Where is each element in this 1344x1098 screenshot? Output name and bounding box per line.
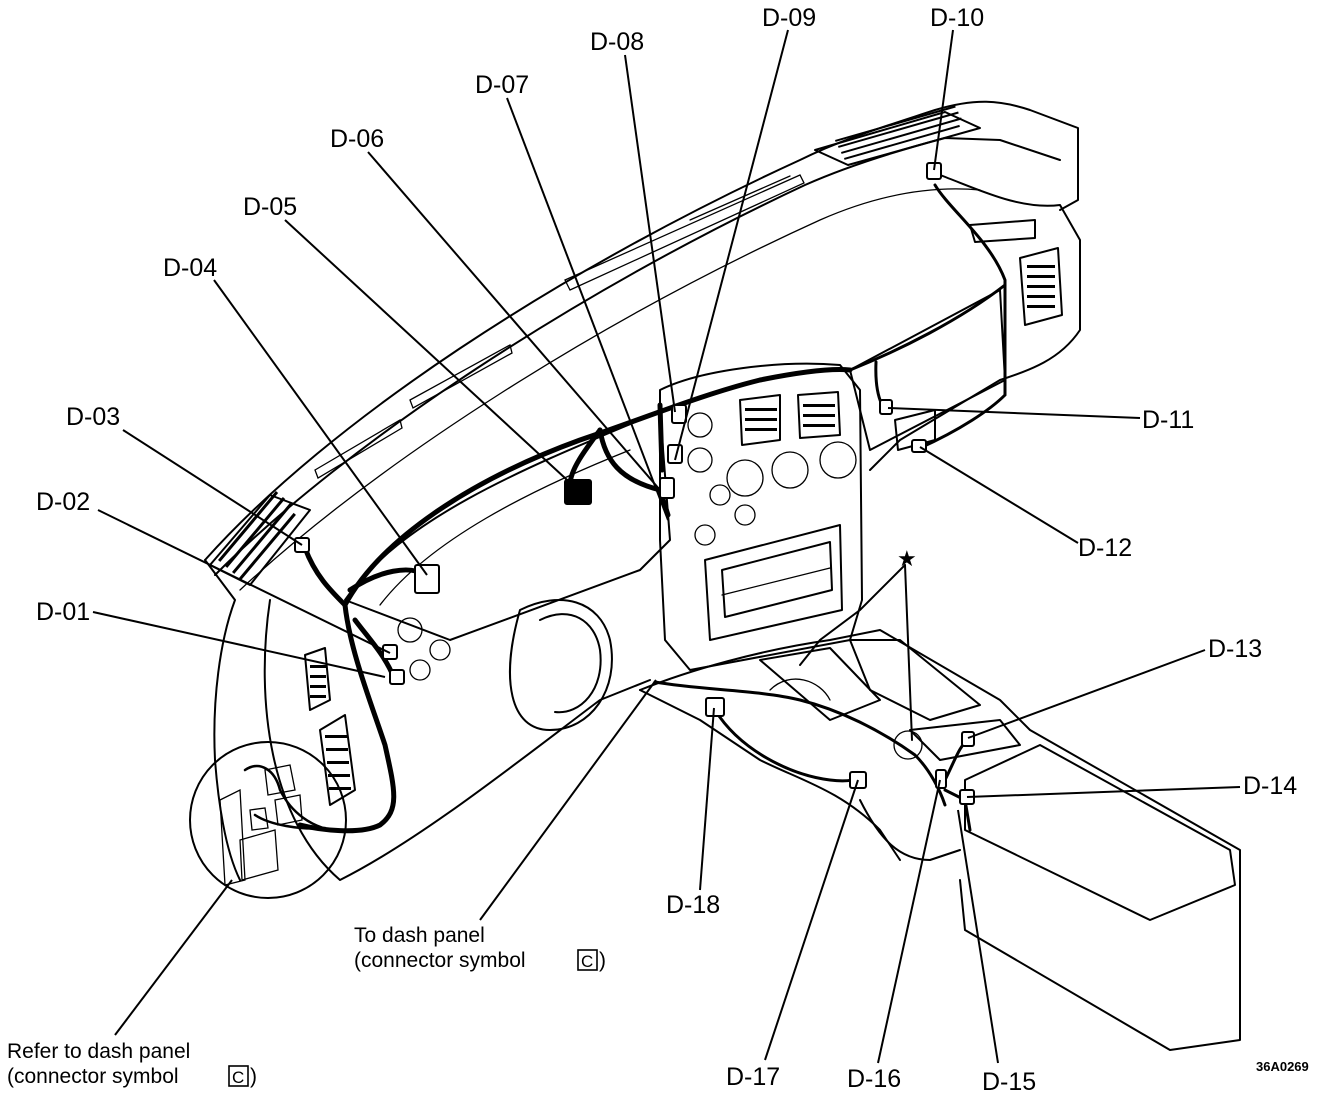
dash-panel-note-line2: (connector symbol bbox=[354, 949, 526, 972]
connector-symbol-box bbox=[228, 1065, 249, 1087]
label-d15: D-15 bbox=[982, 1068, 1036, 1096]
refer-symbol: C bbox=[232, 1068, 244, 1087]
label-d10: D-10 bbox=[930, 4, 984, 32]
label-d08: D-08 bbox=[590, 28, 644, 56]
dashboard-illustration bbox=[189, 100, 1241, 1051]
label-d12: D-12 bbox=[1078, 534, 1132, 562]
label-d09: D-09 bbox=[762, 4, 816, 32]
figure-code: 36A0269 bbox=[1256, 1059, 1309, 1074]
refer-note-line2: (connector symbol bbox=[7, 1065, 179, 1088]
label-d07: D-07 bbox=[475, 71, 529, 99]
label-d05: D-05 bbox=[243, 193, 297, 221]
dash-panel-close-paren: ) bbox=[599, 949, 606, 972]
label-d13: D-13 bbox=[1208, 635, 1262, 663]
label-d02: D-02 bbox=[36, 488, 90, 516]
refer-close-paren: ) bbox=[250, 1065, 257, 1088]
wire-harness bbox=[243, 183, 1007, 834]
label-d14: D-14 bbox=[1243, 772, 1297, 800]
label-d04: D-04 bbox=[163, 254, 217, 282]
label-d16: D-16 bbox=[847, 1065, 901, 1093]
label-d03: D-03 bbox=[66, 403, 120, 431]
connector-labels: D-01 D-02 D-03 D-04 D-05 D-06 D-07 D-08 … bbox=[36, 4, 1297, 1096]
label-d01: D-01 bbox=[36, 598, 90, 626]
dash-panel-symbol: C bbox=[581, 952, 593, 971]
leader-lines bbox=[92, 29, 1241, 1064]
dash-panel-note-line1: To dash panel bbox=[354, 924, 485, 947]
connector-symbol-box bbox=[577, 949, 598, 971]
star-marker: ★ bbox=[897, 546, 917, 571]
label-d11: D-11 bbox=[1142, 406, 1194, 434]
refer-note: Refer to dash panel (connector symbol C … bbox=[7, 1040, 257, 1088]
dash-panel-note: To dash panel (connector symbol C ) bbox=[354, 924, 606, 972]
label-d06: D-06 bbox=[330, 125, 384, 153]
label-d17: D-17 bbox=[726, 1063, 780, 1091]
refer-note-line1: Refer to dash panel bbox=[7, 1040, 190, 1063]
label-d18: D-18 bbox=[666, 891, 720, 919]
